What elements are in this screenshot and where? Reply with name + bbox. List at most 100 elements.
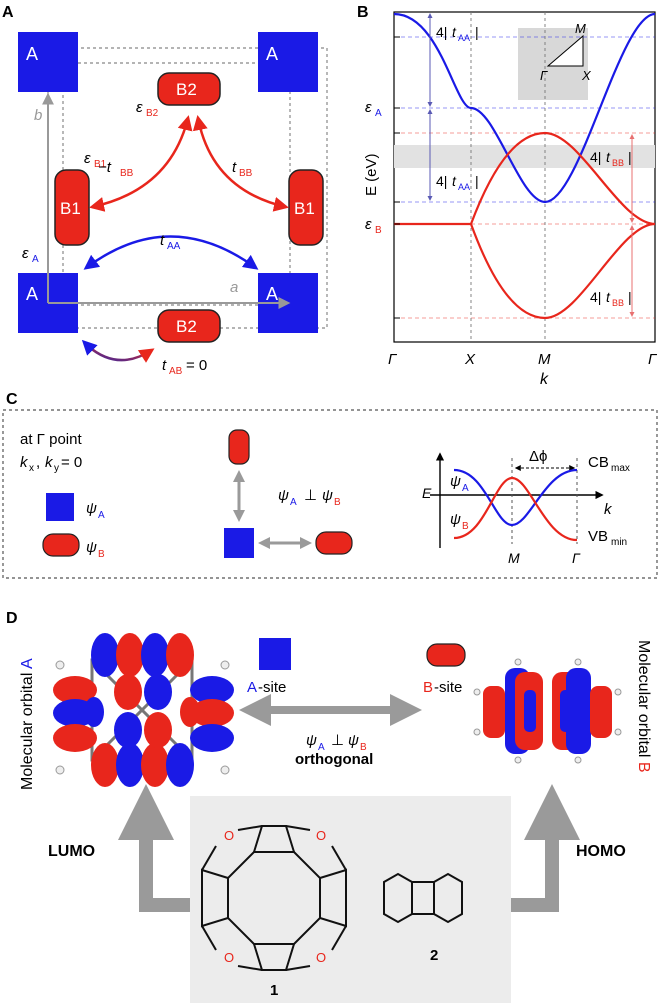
svg-text:ψ: ψ [86,539,97,556]
svg-text:AA: AA [458,33,470,43]
svg-text:= 0: = 0 [61,454,82,471]
svg-text:A: A [266,284,278,304]
svg-text:O: O [316,828,326,843]
y-axis-label: E (eV) [363,153,380,196]
svg-text:t: t [606,149,611,165]
legend-b-pill [42,533,80,557]
svg-text:A: A [318,742,325,753]
panel-d: D Molecular orbital A A-site [6,610,652,1003]
b-site-pill [426,643,466,667]
orbital-a-image [53,633,234,787]
hopping-aa-arrow [83,235,259,270]
svg-text:ε: ε [136,99,143,116]
svg-text:B: B [360,742,367,753]
svg-text:k: k [45,454,54,471]
a-square-center [224,528,254,558]
svg-text:B: B [462,521,469,532]
site-b1-left: B1 [54,169,90,246]
svg-text:A: A [32,254,39,265]
svg-text:ε: ε [365,216,372,233]
panel-c-label: C [6,391,18,408]
molecule-2-structure [383,872,463,924]
svg-text:,: , [36,454,40,471]
svg-text:k: k [20,454,29,471]
svg-text:Γ: Γ [540,68,548,83]
hopping-bb-right-arrow [192,115,289,212]
svg-text:ψ: ψ [450,511,461,528]
svg-text:ψ: ψ [348,732,359,749]
bz-inset: M Γ X [518,21,592,100]
panel-c-frame [2,409,658,579]
svg-text:B2: B2 [146,108,159,119]
svg-text:A: A [290,497,297,508]
lumo-label: LUMO [48,843,95,860]
band-a-curve [393,12,656,204]
site-b2-top: B2 [157,72,221,106]
svg-text:ε: ε [84,150,91,167]
svg-text:B1: B1 [94,159,107,170]
svg-text:x: x [29,463,34,474]
site-a-top-left: A [18,32,78,92]
svg-text:B1: B1 [294,199,315,218]
svg-text:ψ: ψ [322,487,333,504]
svg-text:AA: AA [167,241,181,252]
svg-text:-site: -site [258,679,286,696]
site-b1-right: B1 [288,169,324,246]
svg-text:t: t [452,173,457,189]
panel-a-label: A [2,4,14,21]
band-b-lower-curve [469,222,656,320]
x-tick-x: X [464,351,476,368]
svg-text:B2: B2 [176,80,197,99]
hopping-bb-left-arrow [89,115,193,212]
sketch-k-label: k [604,501,613,518]
svg-text:|: | [628,149,632,165]
x-tick-gamma-2: Γ [648,351,658,368]
lumo-arrow [118,784,190,912]
svg-text:B: B [98,549,105,560]
svg-text:t: t [452,24,457,40]
svg-text:A: A [98,510,105,521]
svg-text:|: | [475,24,479,40]
molecule-2-number: 2 [430,947,438,964]
svg-text:min: min [611,537,627,548]
svg-text:B: B [334,497,341,508]
svg-text:A: A [375,108,382,119]
svg-text:CB: CB [588,454,609,471]
svg-text:t: t [162,357,167,374]
x-tick-m: M [538,351,551,368]
a-site-label: A-site [247,679,286,696]
a-site-square [259,638,291,670]
svg-text:ψ: ψ [86,500,97,517]
vector-b-label: b [34,107,42,124]
svg-text:BB: BB [612,298,624,308]
sketch-gamma-label: Γ [572,550,581,566]
svg-text:ε: ε [22,245,29,262]
x-axis-label: k [540,371,549,388]
band-b-upper-curve [394,131,656,226]
svg-text:AA: AA [458,182,470,192]
panel-d-label: D [6,610,18,627]
sketch-band-b [453,476,578,542]
panel-b-label: B [357,4,369,21]
svg-text:4|: 4| [590,289,601,305]
svg-text:max: max [611,463,630,474]
orbital-b-text: Molecular orbital B [635,640,652,773]
svg-text:-site: -site [434,679,462,696]
svg-text:|: | [475,173,479,189]
svg-text:O: O [316,950,326,965]
svg-text:4|: 4| [436,173,447,189]
